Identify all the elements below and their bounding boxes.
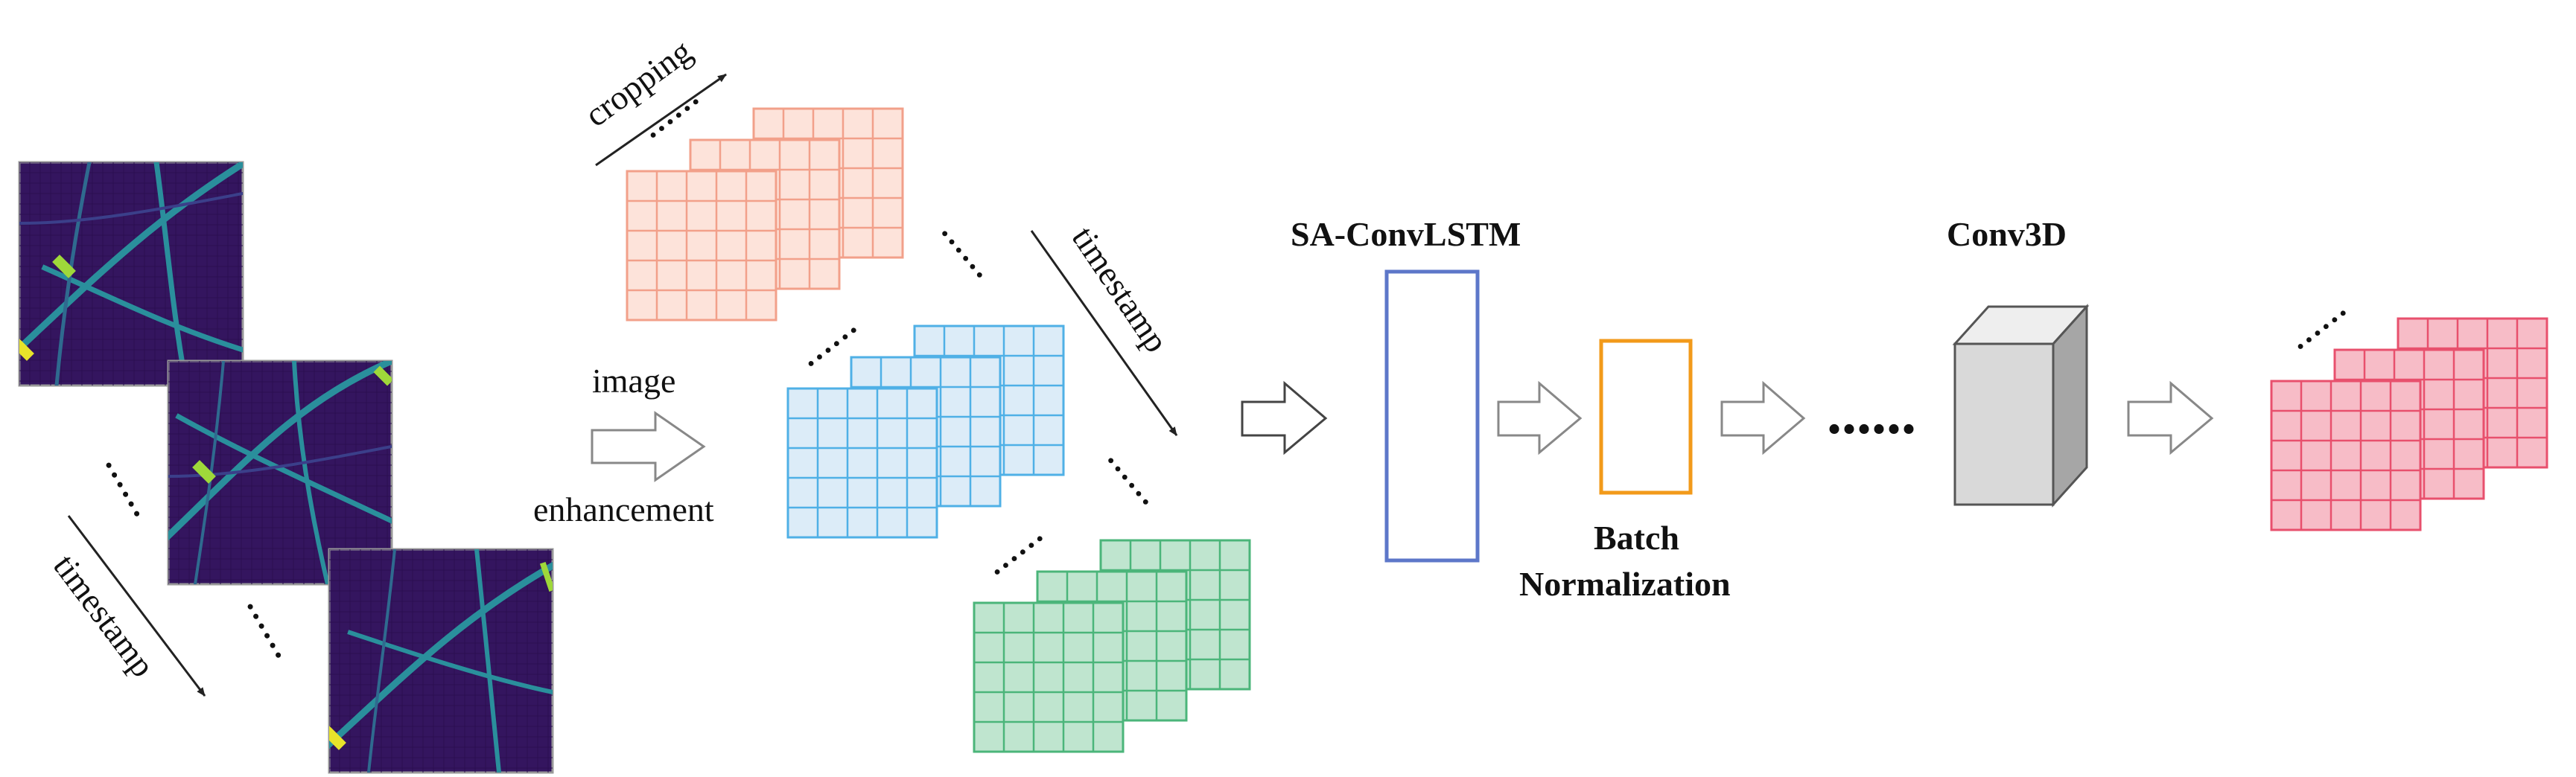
flow-arrow <box>1497 380 1583 455</box>
sa-convlstm-label: SA-ConvLSTM <box>1291 215 1521 253</box>
enhanced-patch-stack <box>786 324 1065 539</box>
image-label: image <box>592 362 675 400</box>
ellipsis-dots: ...... <box>1827 381 1916 447</box>
timestamp-arrow-left <box>67 515 206 697</box>
heatmap-frame <box>18 161 244 387</box>
timestamp-label-mid: timestamp <box>1065 220 1176 359</box>
conv3d-cube <box>1952 304 2090 508</box>
heatmap-frame <box>328 548 554 774</box>
cropped-patch-stack <box>626 107 904 322</box>
sa-convlstm-block <box>1384 269 1480 563</box>
timestamp-arrow-mid <box>1030 230 1178 436</box>
grid-layer <box>973 601 1125 753</box>
grid-layer <box>2270 380 2422 531</box>
grid-layer <box>626 170 777 322</box>
ellipsis-dots: ...... <box>96 442 172 525</box>
conv3d-label: Conv3D <box>1947 215 2067 253</box>
enhancement-label: enhancement <box>533 490 714 528</box>
normalization-label: Normalization <box>1519 565 1731 603</box>
batch-normalization-block <box>1599 339 1693 495</box>
ellipsis-dots: ...... <box>2274 281 2355 359</box>
input-heatmap-sequence <box>18 161 554 774</box>
output-patch-stack <box>2270 317 2548 531</box>
batch-label: Batch <box>1594 519 1679 557</box>
heatmap-frame <box>167 359 393 586</box>
image-enhancement-arrow <box>591 411 706 482</box>
cropping-arrow <box>595 73 727 167</box>
flow-arrow <box>1720 380 1806 455</box>
timestamp-patch-stack <box>973 539 1251 753</box>
flow-arrow <box>1241 380 1328 455</box>
ellipsis-dots: ...... <box>1098 433 1177 514</box>
ellipsis-dots: ...... <box>932 206 1011 287</box>
flow-arrow <box>2127 380 2214 455</box>
grid-layer <box>786 387 938 539</box>
ellipsis-dots: ...... <box>238 583 314 666</box>
